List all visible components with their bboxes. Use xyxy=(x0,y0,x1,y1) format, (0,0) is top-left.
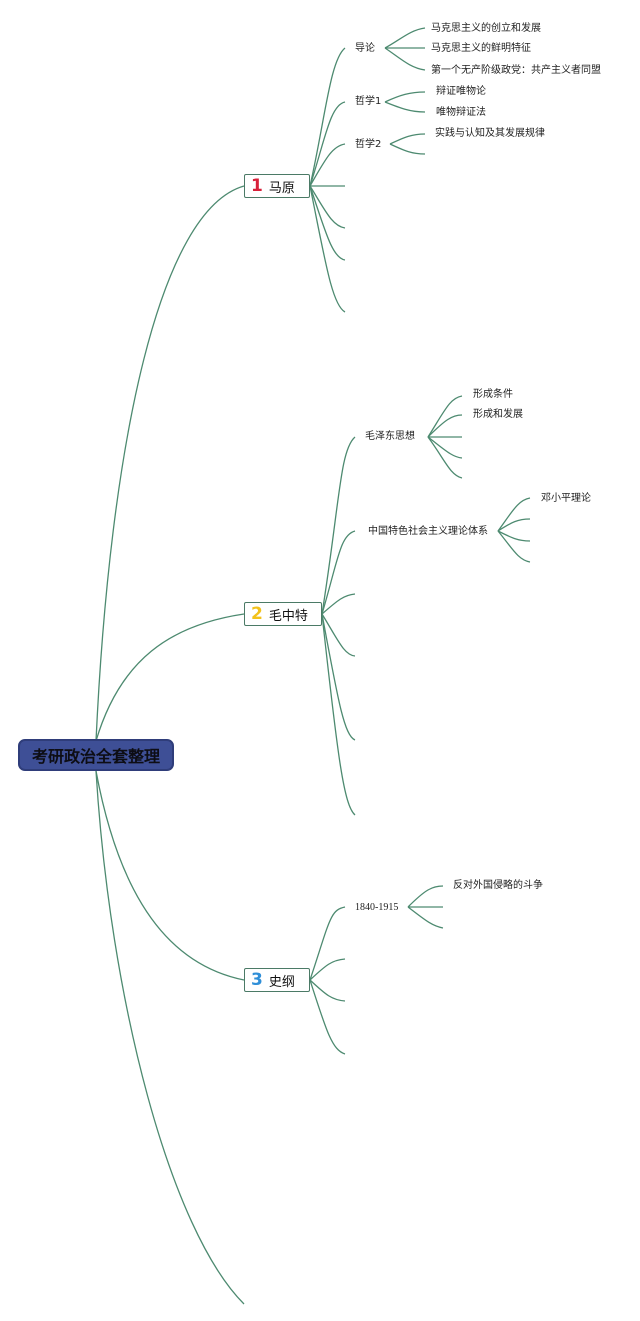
root-node[interactable]: 考研政治全套整理 xyxy=(18,739,174,771)
subtopic[interactable]: 形成和发展 xyxy=(473,409,523,420)
branch-maoyuan[interactable]: 1 马原 xyxy=(244,174,310,198)
topic-1840-1915[interactable]: 1840-1915 xyxy=(355,902,399,913)
subtopic[interactable]: 形成条件 xyxy=(473,389,513,400)
branch-maozhongte[interactable]: 2 毛中特 xyxy=(244,602,322,626)
subtopic[interactable]: 反对外国侵略的斗争 xyxy=(453,880,543,891)
topic-zhexue1[interactable]: 哲学1 xyxy=(355,96,382,107)
subtopic[interactable]: 马克思主义的创立和发展 xyxy=(431,23,541,34)
subtopic[interactable]: 马克思主义的鲜明特征 xyxy=(431,43,531,54)
root-title: 考研政治全套整理 xyxy=(31,747,160,766)
branch-shigang[interactable]: 3 史纲 xyxy=(244,968,310,992)
subtopic[interactable]: 实践与认知及其发展规律 xyxy=(435,128,545,139)
subtopic[interactable]: 辩证唯物论 xyxy=(436,86,486,97)
branch-number-1: 1 xyxy=(251,176,263,196)
branch-label: 毛中特 xyxy=(268,608,308,624)
subtopic[interactable]: 邓小平理论 xyxy=(541,493,591,504)
connector-root-maozhongte xyxy=(95,613,245,742)
branch-label: 史纲 xyxy=(268,974,295,990)
topic-daolun[interactable]: 导论 xyxy=(355,43,375,54)
connector-root-shigang xyxy=(95,770,245,981)
branch-number-3: 3 xyxy=(251,970,263,990)
subtopic[interactable]: 唯物辩证法 xyxy=(436,107,486,118)
connector-root-maoyuan xyxy=(95,185,245,742)
branch-label: 马原 xyxy=(268,180,295,196)
topic-maozedong-thought[interactable]: 毛泽东思想 xyxy=(365,431,415,442)
subtopic[interactable]: 第一个无产阶级政党：共产主义者同盟 xyxy=(431,65,601,76)
branch-number-2: 2 xyxy=(251,604,263,624)
topic-zhongguo-tese[interactable]: 中国特色社会主义理论体系 xyxy=(368,526,488,537)
connector-root-extra xyxy=(95,770,245,1305)
topic-zhexue2[interactable]: 哲学2 xyxy=(355,139,382,150)
